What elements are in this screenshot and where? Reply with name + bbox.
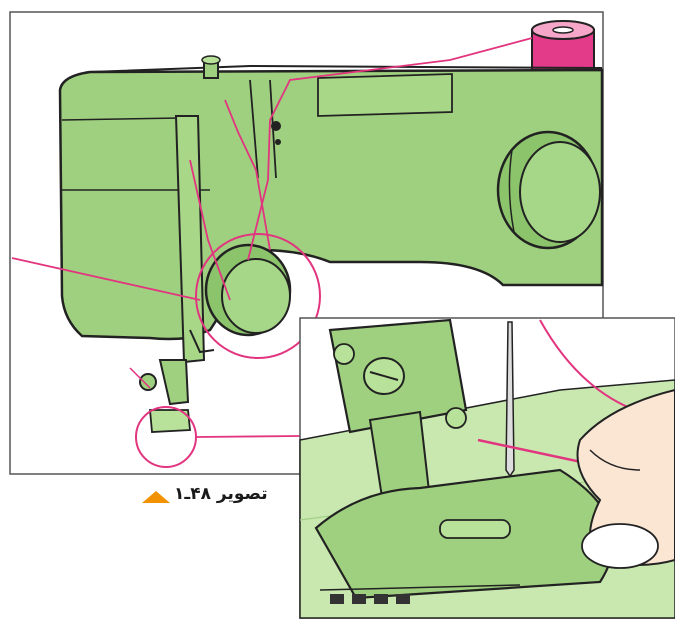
figure-caption: تصویر ۴۸ـ۱ [142, 482, 268, 506]
figure-caption-text: تصویر ۴۸ـ۱ [174, 484, 268, 504]
close-up-inset [300, 318, 675, 618]
hand-wheel [498, 132, 600, 248]
triangle-marker-icon [142, 491, 170, 503]
